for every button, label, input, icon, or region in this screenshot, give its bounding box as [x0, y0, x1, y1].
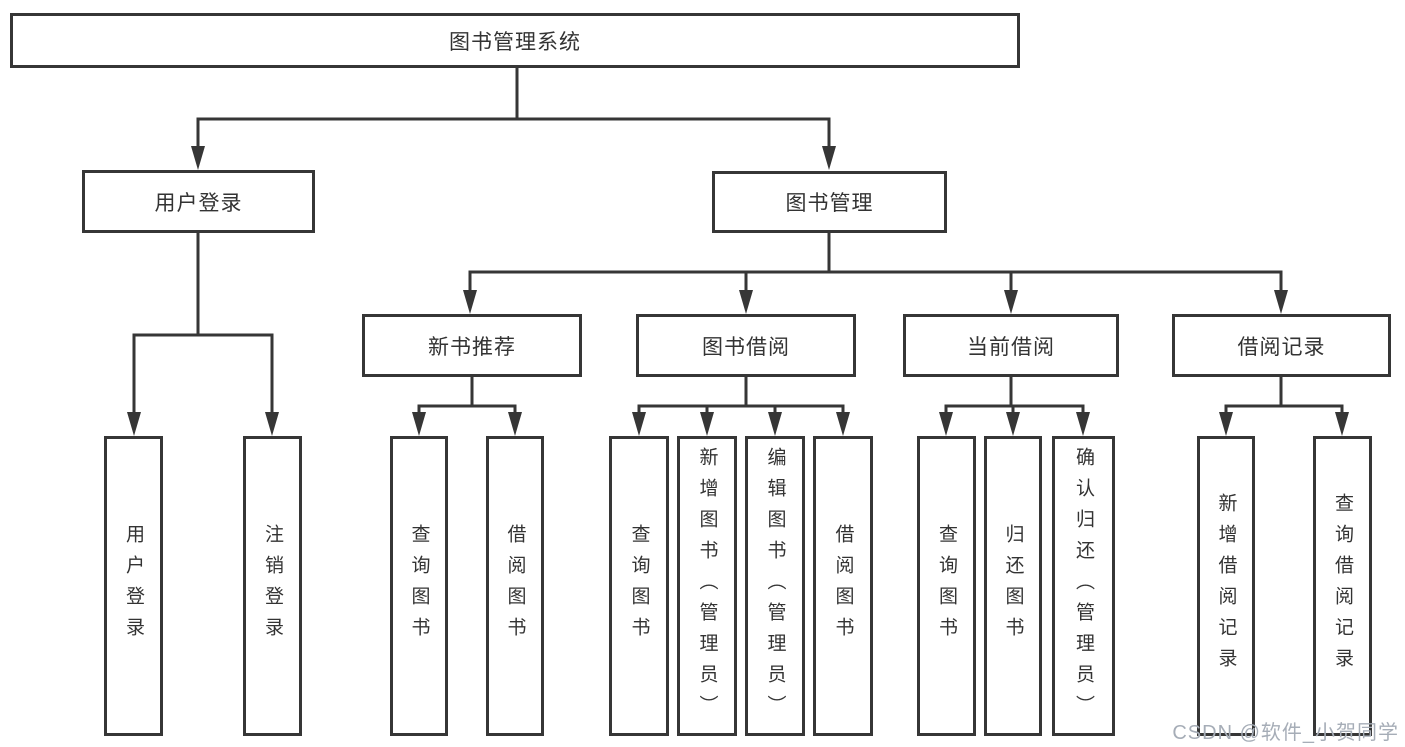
leaf-label: 编辑图书（管理员）	[764, 446, 786, 726]
node-book-borrow: 图书借阅	[636, 314, 856, 377]
node-user-login: 用户登录	[82, 170, 315, 233]
node-root-system: 图书管理系统	[10, 13, 1020, 68]
leaf-logout: 注销登录	[243, 436, 302, 736]
leaf-bb-edit-books-admin: 编辑图书（管理员）	[745, 436, 805, 736]
leaf-cb-confirm-return-admin: 确认归还（管理员）	[1052, 436, 1115, 736]
leaf-label: 查询图书	[936, 524, 957, 648]
leaf-rec-query-record: 查询借阅记录	[1313, 436, 1372, 736]
leaf-bb-query-books: 查询图书	[609, 436, 669, 736]
node-new-book-recommend: 新书推荐	[362, 314, 582, 377]
leaf-label: 借阅图书	[504, 524, 526, 648]
leaf-bb-borrow-books: 借阅图书	[813, 436, 873, 736]
node-book-management: 图书管理	[712, 171, 947, 233]
leaf-label: 新增图书（管理员）	[696, 446, 718, 726]
leaf-label: 查询图书	[408, 524, 430, 648]
leaf-label: 确认归还（管理员）	[1073, 446, 1094, 726]
leaf-rec-add-record: 新增借阅记录	[1197, 436, 1255, 736]
node-current-borrow: 当前借阅	[903, 314, 1119, 377]
leaf-cb-query-books: 查询图书	[917, 436, 976, 736]
leaf-label: 新增借阅记录	[1215, 493, 1237, 679]
leaf-label: 归还图书	[1002, 524, 1024, 648]
node-borrow-records: 借阅记录	[1172, 314, 1391, 377]
leaf-label: 用户登录	[123, 524, 144, 648]
leaf-nb-borrow-books: 借阅图书	[486, 436, 544, 736]
watermark: CSDN @软件_小贺同学	[1172, 722, 1399, 744]
leaf-bb-add-books-admin: 新增图书（管理员）	[677, 436, 737, 736]
leaf-label: 注销登录	[262, 524, 283, 648]
leaf-label: 查询图书	[628, 524, 650, 648]
leaf-cb-return-books: 归还图书	[984, 436, 1042, 736]
leaf-label: 借阅图书	[832, 524, 854, 648]
leaf-label: 查询借阅记录	[1332, 493, 1353, 679]
leaf-nb-query-books: 查询图书	[390, 436, 448, 736]
leaf-user-login: 用户登录	[104, 436, 163, 736]
